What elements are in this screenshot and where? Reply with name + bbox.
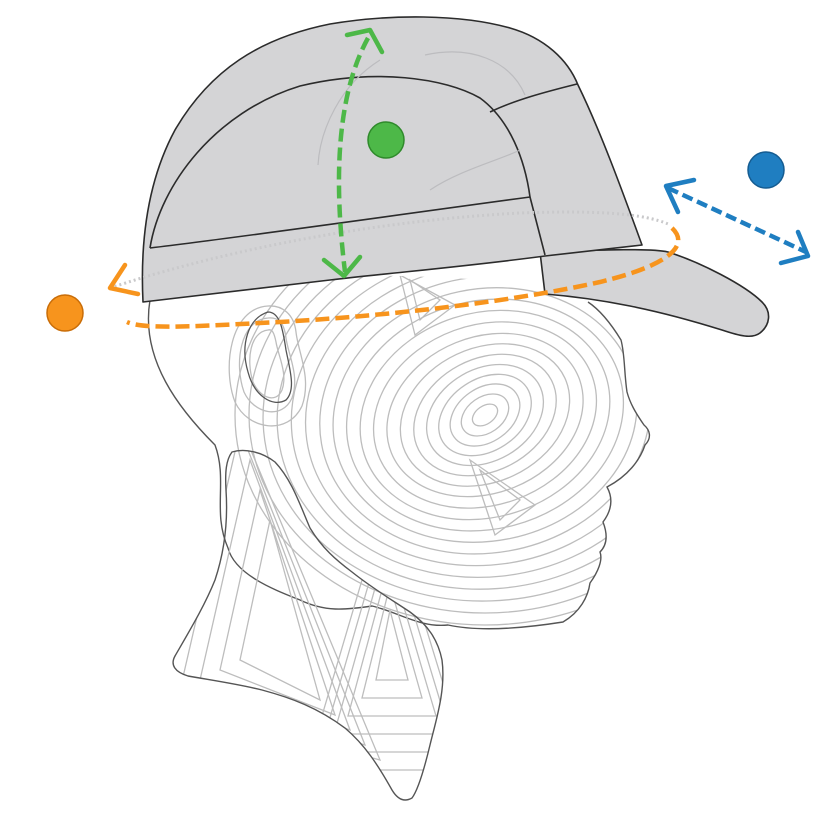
cap-crown — [141, 16, 643, 303]
brim-length-marker-dot — [747, 151, 785, 189]
ear-outline — [244, 311, 293, 403]
cap-subtle-seam — [317, 51, 526, 166]
crown-depth-measure — [321, 27, 405, 279]
cap-band — [149, 196, 531, 249]
brim-length-measure — [663, 151, 811, 266]
brim-length-dashed-arrow — [667, 185, 807, 255]
brim-length-arrowhead-right — [778, 229, 811, 266]
cap-panel-seam-top — [489, 83, 578, 113]
head-outline — [147, 299, 651, 630]
circumference-dashed-ellipse — [126, 226, 681, 329]
crown-depth-arrowhead-bottom — [321, 254, 363, 279]
crown-depth-dashed-arrow — [336, 36, 370, 273]
cap-subtle-seam-2 — [429, 149, 521, 191]
circumference-measure — [46, 210, 681, 332]
cap-panel-seam-front — [149, 75, 546, 256]
head-contour-lines — [228, 275, 650, 626]
circumference-marker-dot — [46, 294, 84, 332]
cap — [141, 16, 770, 338]
circumference-arrowhead — [107, 262, 141, 297]
neck-outline — [172, 449, 444, 801]
circumference-back-dots — [109, 210, 669, 290]
neck-contour-lines — [173, 450, 443, 771]
head-silhouette — [147, 275, 651, 630]
crown-depth-arrowhead-top — [344, 27, 385, 55]
brim-length-arrowhead-left — [663, 177, 697, 215]
crown-depth-marker-dot — [367, 121, 405, 159]
cap-brim — [539, 248, 770, 338]
neck-silhouette — [172, 449, 444, 801]
